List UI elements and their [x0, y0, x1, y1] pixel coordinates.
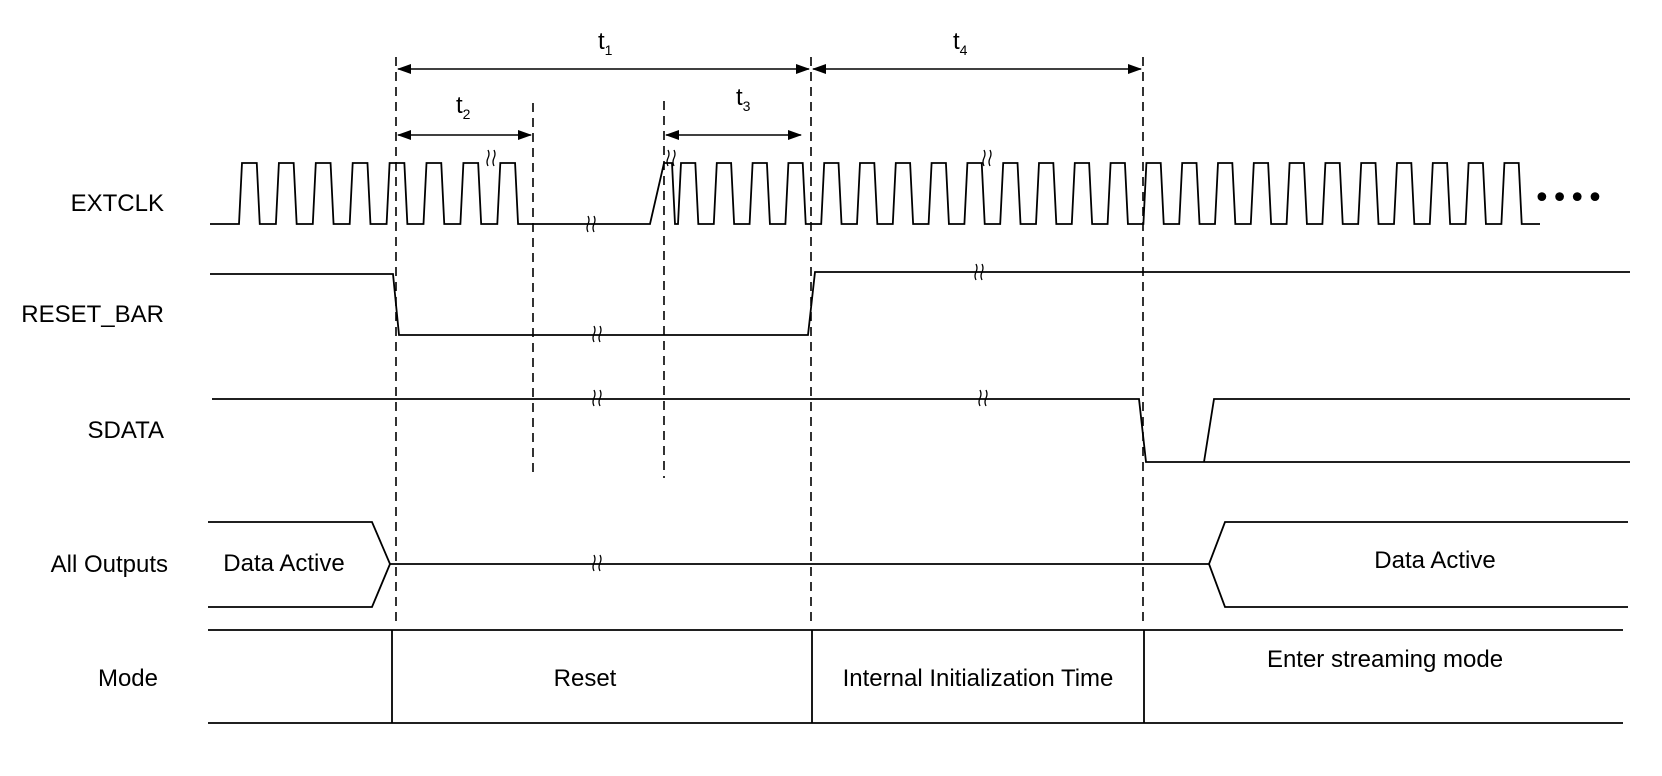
- t4-label: t4: [953, 28, 968, 58]
- t1-label: t1: [598, 28, 613, 58]
- mode-streaming: Enter streaming mode: [1267, 646, 1503, 673]
- all-outputs-label: All Outputs: [51, 551, 168, 578]
- extclk-label: EXTCLK: [71, 190, 164, 217]
- mode-table: [208, 629, 1623, 724]
- continuation-dots: ••••: [1533, 181, 1604, 216]
- sdata-high-line: [212, 398, 1630, 463]
- reset-bar-waveform: [210, 271, 1630, 336]
- sdata-rise: [1203, 398, 1630, 463]
- data-active-right: Data Active: [1374, 547, 1495, 574]
- data-active-left: Data Active: [223, 550, 344, 577]
- mode-internal-init: Internal Initialization Time: [843, 665, 1114, 692]
- all-outputs-right-bus: [1208, 521, 1628, 608]
- dashed-reference-lines: [395, 57, 1144, 622]
- t3-label: t3: [736, 84, 751, 114]
- extclk-waveform: [210, 162, 1540, 225]
- reset-bar-break-marks: [592, 263, 984, 343]
- sdata-break-marks: [592, 389, 988, 407]
- mode-label: Mode: [98, 665, 158, 692]
- t2-label: t2: [456, 92, 471, 122]
- mode-reset: Reset: [554, 665, 617, 692]
- sdata-label: SDATA: [88, 417, 164, 444]
- reset-bar-label: RESET_BAR: [21, 301, 164, 328]
- extclk-break-marks: [486, 149, 992, 233]
- all-outputs-break-mark: [592, 554, 602, 572]
